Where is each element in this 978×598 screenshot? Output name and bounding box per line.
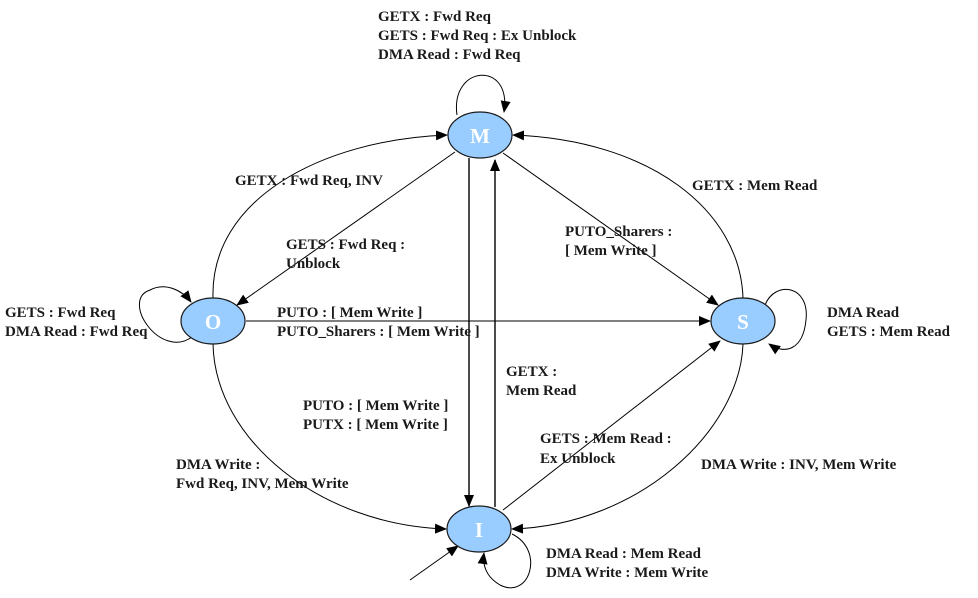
edge-initial bbox=[409, 545, 459, 581]
state-o[interactable]: O bbox=[180, 297, 246, 345]
state-i[interactable]: I bbox=[446, 505, 512, 553]
label-o-self-1: GETS : Fwd Req bbox=[5, 305, 116, 321]
label-o-to-s-2: PUTO_Sharers : [ Mem Write ] bbox=[277, 324, 480, 340]
label-i-to-s-2: Ex Unblock bbox=[540, 451, 616, 467]
edge-o-to-m bbox=[212, 130, 448, 299]
state-m[interactable]: M bbox=[447, 111, 513, 159]
edge-i-self bbox=[477, 533, 532, 589]
edge-i-to-s bbox=[502, 340, 721, 511]
state-m-label: M bbox=[470, 124, 490, 148]
label-i-to-s-1: GETS : Mem Read : bbox=[540, 431, 672, 447]
state-i-label: I bbox=[475, 518, 483, 542]
state-s-label: S bbox=[737, 310, 749, 334]
label-o-self-2: DMA Read : Fwd Req bbox=[5, 324, 148, 340]
label-o-to-i-1: DMA Write : bbox=[176, 457, 260, 473]
label-m-to-i-1: PUTO : [ Mem Write ] bbox=[303, 398, 448, 414]
label-i-self-2: DMA Write : Mem Write bbox=[546, 565, 709, 581]
label-i-self-1: DMA Read : Mem Read bbox=[546, 546, 702, 562]
state-o-label: O bbox=[205, 310, 221, 334]
label-s-self-2: GETS : Mem Read bbox=[827, 324, 951, 340]
label-m-to-o-2: Unblock bbox=[286, 256, 341, 272]
edges bbox=[138, 74, 807, 589]
edge-m-to-s bbox=[502, 152, 719, 306]
label-m-to-i-2: PUTX : [ Mem Write ] bbox=[303, 417, 448, 433]
edge-m-to-o bbox=[236, 151, 456, 306]
state-s[interactable]: S bbox=[710, 297, 776, 345]
label-m-to-s-2: [ Mem Write ] bbox=[565, 243, 657, 259]
edge-o-to-i bbox=[212, 343, 447, 534]
label-m-to-s-1: PUTO_Sharers : bbox=[565, 224, 672, 240]
label-o-to-m: GETX : Fwd Req, INV bbox=[235, 173, 383, 189]
label-i-to-m-1: GETX : bbox=[506, 364, 557, 380]
edge-s-to-m bbox=[512, 130, 744, 299]
label-m-self-3: DMA Read : Fwd Req bbox=[378, 47, 521, 63]
edge-m-self bbox=[456, 74, 511, 116]
label-o-to-s-1: PUTO : [ Mem Write ] bbox=[277, 305, 422, 321]
label-i-to-m-2: Mem Read bbox=[506, 383, 577, 399]
label-s-to-i: DMA Write : INV, Mem Write bbox=[701, 457, 897, 473]
label-m-self-2: GETS : Fwd Req : Ex Unblock bbox=[378, 28, 577, 44]
label-o-to-i-2: Fwd Req, INV, Mem Write bbox=[176, 476, 349, 492]
label-s-to-m: GETX : Mem Read bbox=[692, 178, 818, 194]
edge-s-self bbox=[764, 288, 807, 355]
label-m-to-o-1: GETS : Fwd Req : bbox=[286, 237, 405, 253]
label-s-self-1: DMA Read bbox=[827, 305, 900, 321]
label-m-self-1: GETX : Fwd Req bbox=[378, 9, 492, 25]
edge-o-self bbox=[138, 286, 193, 343]
edge-s-to-i bbox=[511, 343, 744, 534]
edge-labels: GETX : Fwd Req GETS : Fwd Req : Ex Unblo… bbox=[5, 9, 951, 581]
